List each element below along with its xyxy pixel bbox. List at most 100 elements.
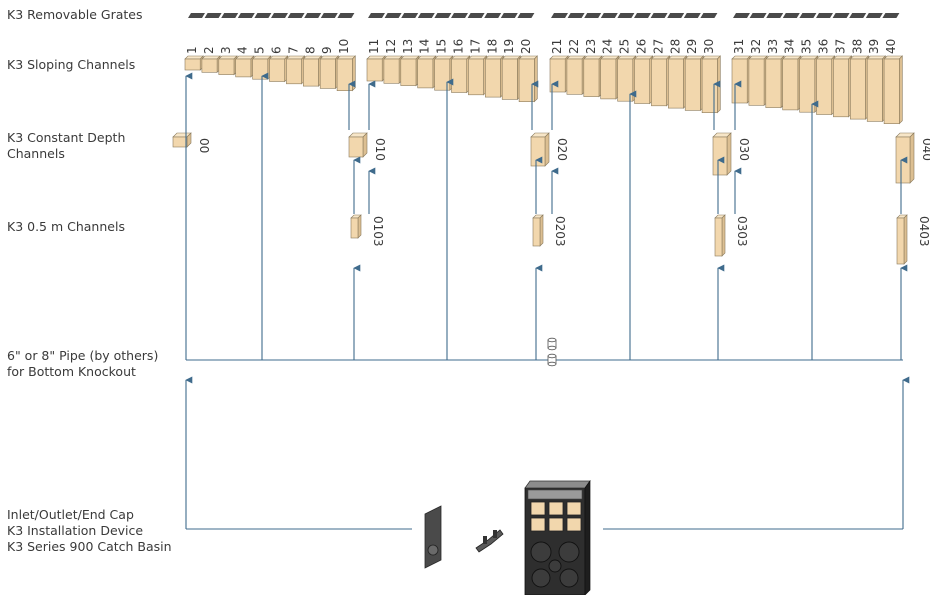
sloping-channel-block xyxy=(849,55,870,120)
grate-segment xyxy=(401,13,419,18)
basin-grate-inset xyxy=(566,501,582,516)
grate-segment xyxy=(700,13,718,18)
block-face xyxy=(501,58,518,100)
sloping-channel-block xyxy=(815,55,836,116)
sloping-channel-block xyxy=(251,55,272,80)
block-face xyxy=(600,58,617,100)
sloping-channel-label: 14 xyxy=(418,39,432,54)
sloping-channel-label: 25 xyxy=(618,39,632,54)
grate-segment xyxy=(650,13,668,18)
basin-knockout xyxy=(548,559,562,573)
label-installation-device: K3 Installation Device xyxy=(7,523,144,538)
grate-segment xyxy=(368,13,385,18)
sloping-channel-block xyxy=(832,55,853,118)
sloping-channel-label: 26 xyxy=(635,39,649,54)
label-inlet-outlet: Inlet/Outlet/End Cap xyxy=(7,507,134,522)
sloping-channel-label: 2 xyxy=(202,46,216,54)
sloping-channel-label: 21 xyxy=(550,39,564,54)
label-pipe-2: for Bottom Knockout xyxy=(7,364,136,379)
device-clip xyxy=(483,536,487,544)
block-face xyxy=(896,217,905,265)
sloping-channel-block xyxy=(366,55,386,82)
block-face xyxy=(583,58,600,97)
block-side xyxy=(362,132,368,158)
block-face xyxy=(218,58,235,75)
block-face xyxy=(400,58,417,86)
block-side xyxy=(533,55,538,103)
sloping-channel-label: 12 xyxy=(384,39,398,54)
sloping-channel-label: 20 xyxy=(519,39,533,54)
block-face xyxy=(451,58,467,93)
cylinder-bottom xyxy=(547,361,557,367)
grate-segment xyxy=(584,13,602,18)
catch-basin xyxy=(524,479,591,595)
label-half-m-channels: K3 0.5 m Channels xyxy=(7,219,125,234)
sloping-channel-block xyxy=(336,55,357,92)
sloping-channel-label: 10 xyxy=(337,39,351,54)
constant-channel-label: 00 xyxy=(197,138,211,153)
cylinder-bottom xyxy=(547,345,557,351)
block-face xyxy=(252,58,269,80)
half-m-channel-block xyxy=(532,214,544,247)
sloping-channel-label: 1 xyxy=(185,46,199,54)
block-side xyxy=(726,132,732,176)
block-face xyxy=(748,58,765,106)
block-face xyxy=(816,58,832,115)
sloping-channel-label: 3 xyxy=(219,46,233,54)
basin-grate-inset xyxy=(548,501,564,516)
basin-knockout xyxy=(558,541,580,563)
block-face xyxy=(269,58,285,82)
grate-segment xyxy=(434,13,452,18)
grate-segment xyxy=(467,13,485,18)
block-face xyxy=(302,58,319,87)
sloping-channel-label: 11 xyxy=(367,39,381,54)
grate-segment xyxy=(287,13,305,18)
sloping-channel-block xyxy=(866,55,887,123)
grate-segment xyxy=(749,13,767,18)
sloping-channel-block xyxy=(319,55,340,90)
sloping-channel-block xyxy=(302,55,323,87)
label-sloping-channels: K3 Sloping Channels xyxy=(7,57,136,72)
block-side xyxy=(544,132,550,167)
grate-segment xyxy=(451,13,468,18)
block-face xyxy=(286,58,302,85)
sloping-channel-block xyxy=(218,55,238,76)
label-removable-grates: K3 Removable Grates xyxy=(7,7,143,22)
half-m-channel-block xyxy=(350,214,362,239)
grate-segment xyxy=(221,13,239,18)
block-side xyxy=(716,55,721,114)
block-face xyxy=(566,58,583,95)
sloping-channel-block xyxy=(583,55,603,98)
constant-channel-block xyxy=(712,132,732,176)
sloping-channel-block xyxy=(184,55,204,71)
grate-segment xyxy=(683,13,701,18)
block-side xyxy=(903,214,908,265)
block-face xyxy=(833,58,849,118)
block-side xyxy=(909,132,915,184)
block-face xyxy=(235,58,252,78)
block-face xyxy=(468,58,484,96)
block-face xyxy=(651,58,667,107)
basin-knockout xyxy=(531,568,551,588)
sloping-channel-label: 4 xyxy=(236,46,250,54)
device-bar xyxy=(475,529,504,553)
block-face xyxy=(667,58,684,109)
block-face xyxy=(530,136,546,167)
block-face xyxy=(383,58,400,84)
sloping-channel-block xyxy=(650,55,671,107)
label-pipe-1: 6" or 8" Pipe (by others) xyxy=(7,348,159,363)
basin-grate-inset xyxy=(530,517,546,532)
block-side xyxy=(357,214,362,239)
grate-segment xyxy=(384,13,402,18)
grate-segment xyxy=(617,13,635,18)
grate-segment xyxy=(600,13,618,18)
sloping-channel-block xyxy=(285,55,306,85)
sloping-channel-label: 28 xyxy=(668,39,682,54)
constant-channel-label: 010 xyxy=(373,138,387,161)
grate-segment xyxy=(417,13,435,18)
block-side xyxy=(539,214,544,247)
half-m-channel-label: 0403 xyxy=(917,216,930,247)
sloping-channel-label: 8 xyxy=(303,46,317,54)
grate-segment xyxy=(816,13,833,18)
grate-segment xyxy=(337,13,355,18)
